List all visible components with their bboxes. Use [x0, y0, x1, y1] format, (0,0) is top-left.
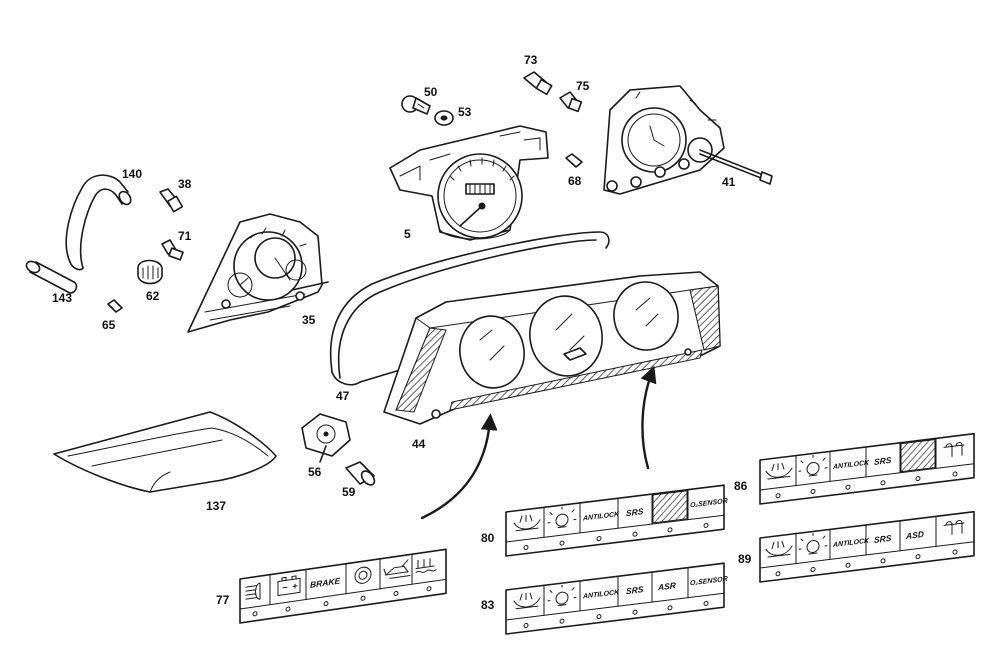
arrow-strip-80-to-housing	[640, 365, 657, 470]
coolant-icon	[415, 558, 437, 574]
strip-80-o2sensor-label: O₂SENSOR	[690, 498, 729, 510]
callout-73: 73	[524, 53, 538, 67]
washer-fluid-icon	[513, 592, 541, 610]
washer-fluid-icon	[513, 514, 541, 532]
callout-71: 71	[178, 229, 192, 243]
strip-83-o2sensor-label: O₂SENSOR	[690, 576, 729, 588]
bulb-icon	[798, 532, 828, 555]
arrow-strip-77-to-housing	[420, 413, 498, 520]
callout-75: 75	[576, 79, 590, 93]
part-140-hose	[65, 174, 132, 271]
callout-65: 65	[102, 318, 116, 332]
strip-86-antilock-label: ANTILOCK	[832, 460, 870, 472]
callout-86: 86	[734, 479, 748, 493]
glow-plug-icon	[943, 442, 965, 457]
callout-62: 62	[146, 289, 160, 303]
washer-fluid-icon	[765, 540, 793, 558]
strip-86-srs-label: SRS	[874, 455, 892, 467]
callout-35: 35	[302, 313, 316, 327]
part-56-rheostat	[301, 413, 351, 463]
callout-89: 89	[738, 552, 752, 566]
part-68-bulb	[565, 153, 583, 168]
part-59-bulb	[345, 461, 376, 486]
indicator-strip-89: ANTILOCK SRS ASD	[759, 510, 975, 583]
part-47-gasket	[329, 231, 610, 386]
part-143-hose	[25, 260, 78, 294]
strip-89-srs-label: SRS	[874, 533, 892, 545]
callout-68: 68	[568, 174, 582, 188]
callout-44: 44	[412, 437, 426, 451]
callout-59: 59	[342, 485, 356, 499]
strip-80-srs-label: SRS	[626, 506, 644, 518]
part-41-clock-instrument	[603, 85, 773, 195]
strip-80-antilock-label: ANTILOCK	[582, 511, 620, 523]
glow-plug-icon	[943, 520, 965, 535]
indicator-strip-80: ANTILOCK SRS O₂SENSOR	[505, 484, 729, 557]
indicator-strip-77: BRAKE	[239, 548, 447, 624]
callout-41: 41	[722, 175, 736, 189]
bulb-icon	[354, 566, 372, 584]
callout-47: 47	[336, 389, 350, 403]
headlight-icon	[245, 582, 261, 600]
callout-56: 56	[308, 465, 322, 479]
callout-137: 137	[206, 499, 226, 513]
indicator-strip-83: ANTILOCK SRS ASR O₂SENSOR	[505, 562, 729, 635]
part-5-speedometer	[389, 125, 549, 241]
callout-140: 140	[122, 167, 142, 181]
part-50-screw	[401, 95, 431, 115]
part-38-bulb	[159, 188, 184, 213]
callout-5: 5	[404, 227, 411, 241]
part-137-cover	[53, 411, 277, 493]
callout-80: 80	[481, 531, 495, 545]
part-62-rheostat	[137, 259, 163, 285]
strip-83-srs-label: SRS	[626, 584, 644, 596]
callout-53: 53	[458, 105, 472, 119]
washer-fluid-icon	[765, 462, 793, 480]
callout-50: 50	[424, 85, 438, 99]
strip-77-brake-label: BRAKE	[310, 576, 340, 590]
part-44-cluster-housing	[383, 271, 721, 425]
strip-83-antilock-label: ANTILOCK	[582, 589, 620, 601]
callout-38: 38	[178, 177, 192, 191]
callout-143: 143	[52, 291, 72, 305]
bulb-icon	[547, 506, 577, 529]
part-71-socket	[161, 239, 184, 261]
indicator-strip-86: ANTILOCK SRS	[759, 432, 975, 505]
callout-83: 83	[481, 598, 495, 612]
bulb-icon	[547, 584, 577, 607]
callout-77: 77	[216, 593, 230, 607]
strip-89-asd-label: ASD	[905, 529, 924, 541]
oil-can-icon	[383, 559, 411, 579]
part-73-bulb	[523, 71, 553, 96]
strip-83-asr-label: ASR	[657, 580, 677, 592]
part-65-bulb	[107, 299, 123, 313]
strip-89-antilock-label: ANTILOCK	[832, 538, 870, 550]
battery-icon	[277, 575, 301, 597]
bulb-icon	[798, 454, 828, 477]
part-53-washer	[434, 110, 454, 126]
part-75-socket	[559, 91, 583, 113]
part-35-instrument	[187, 213, 329, 333]
